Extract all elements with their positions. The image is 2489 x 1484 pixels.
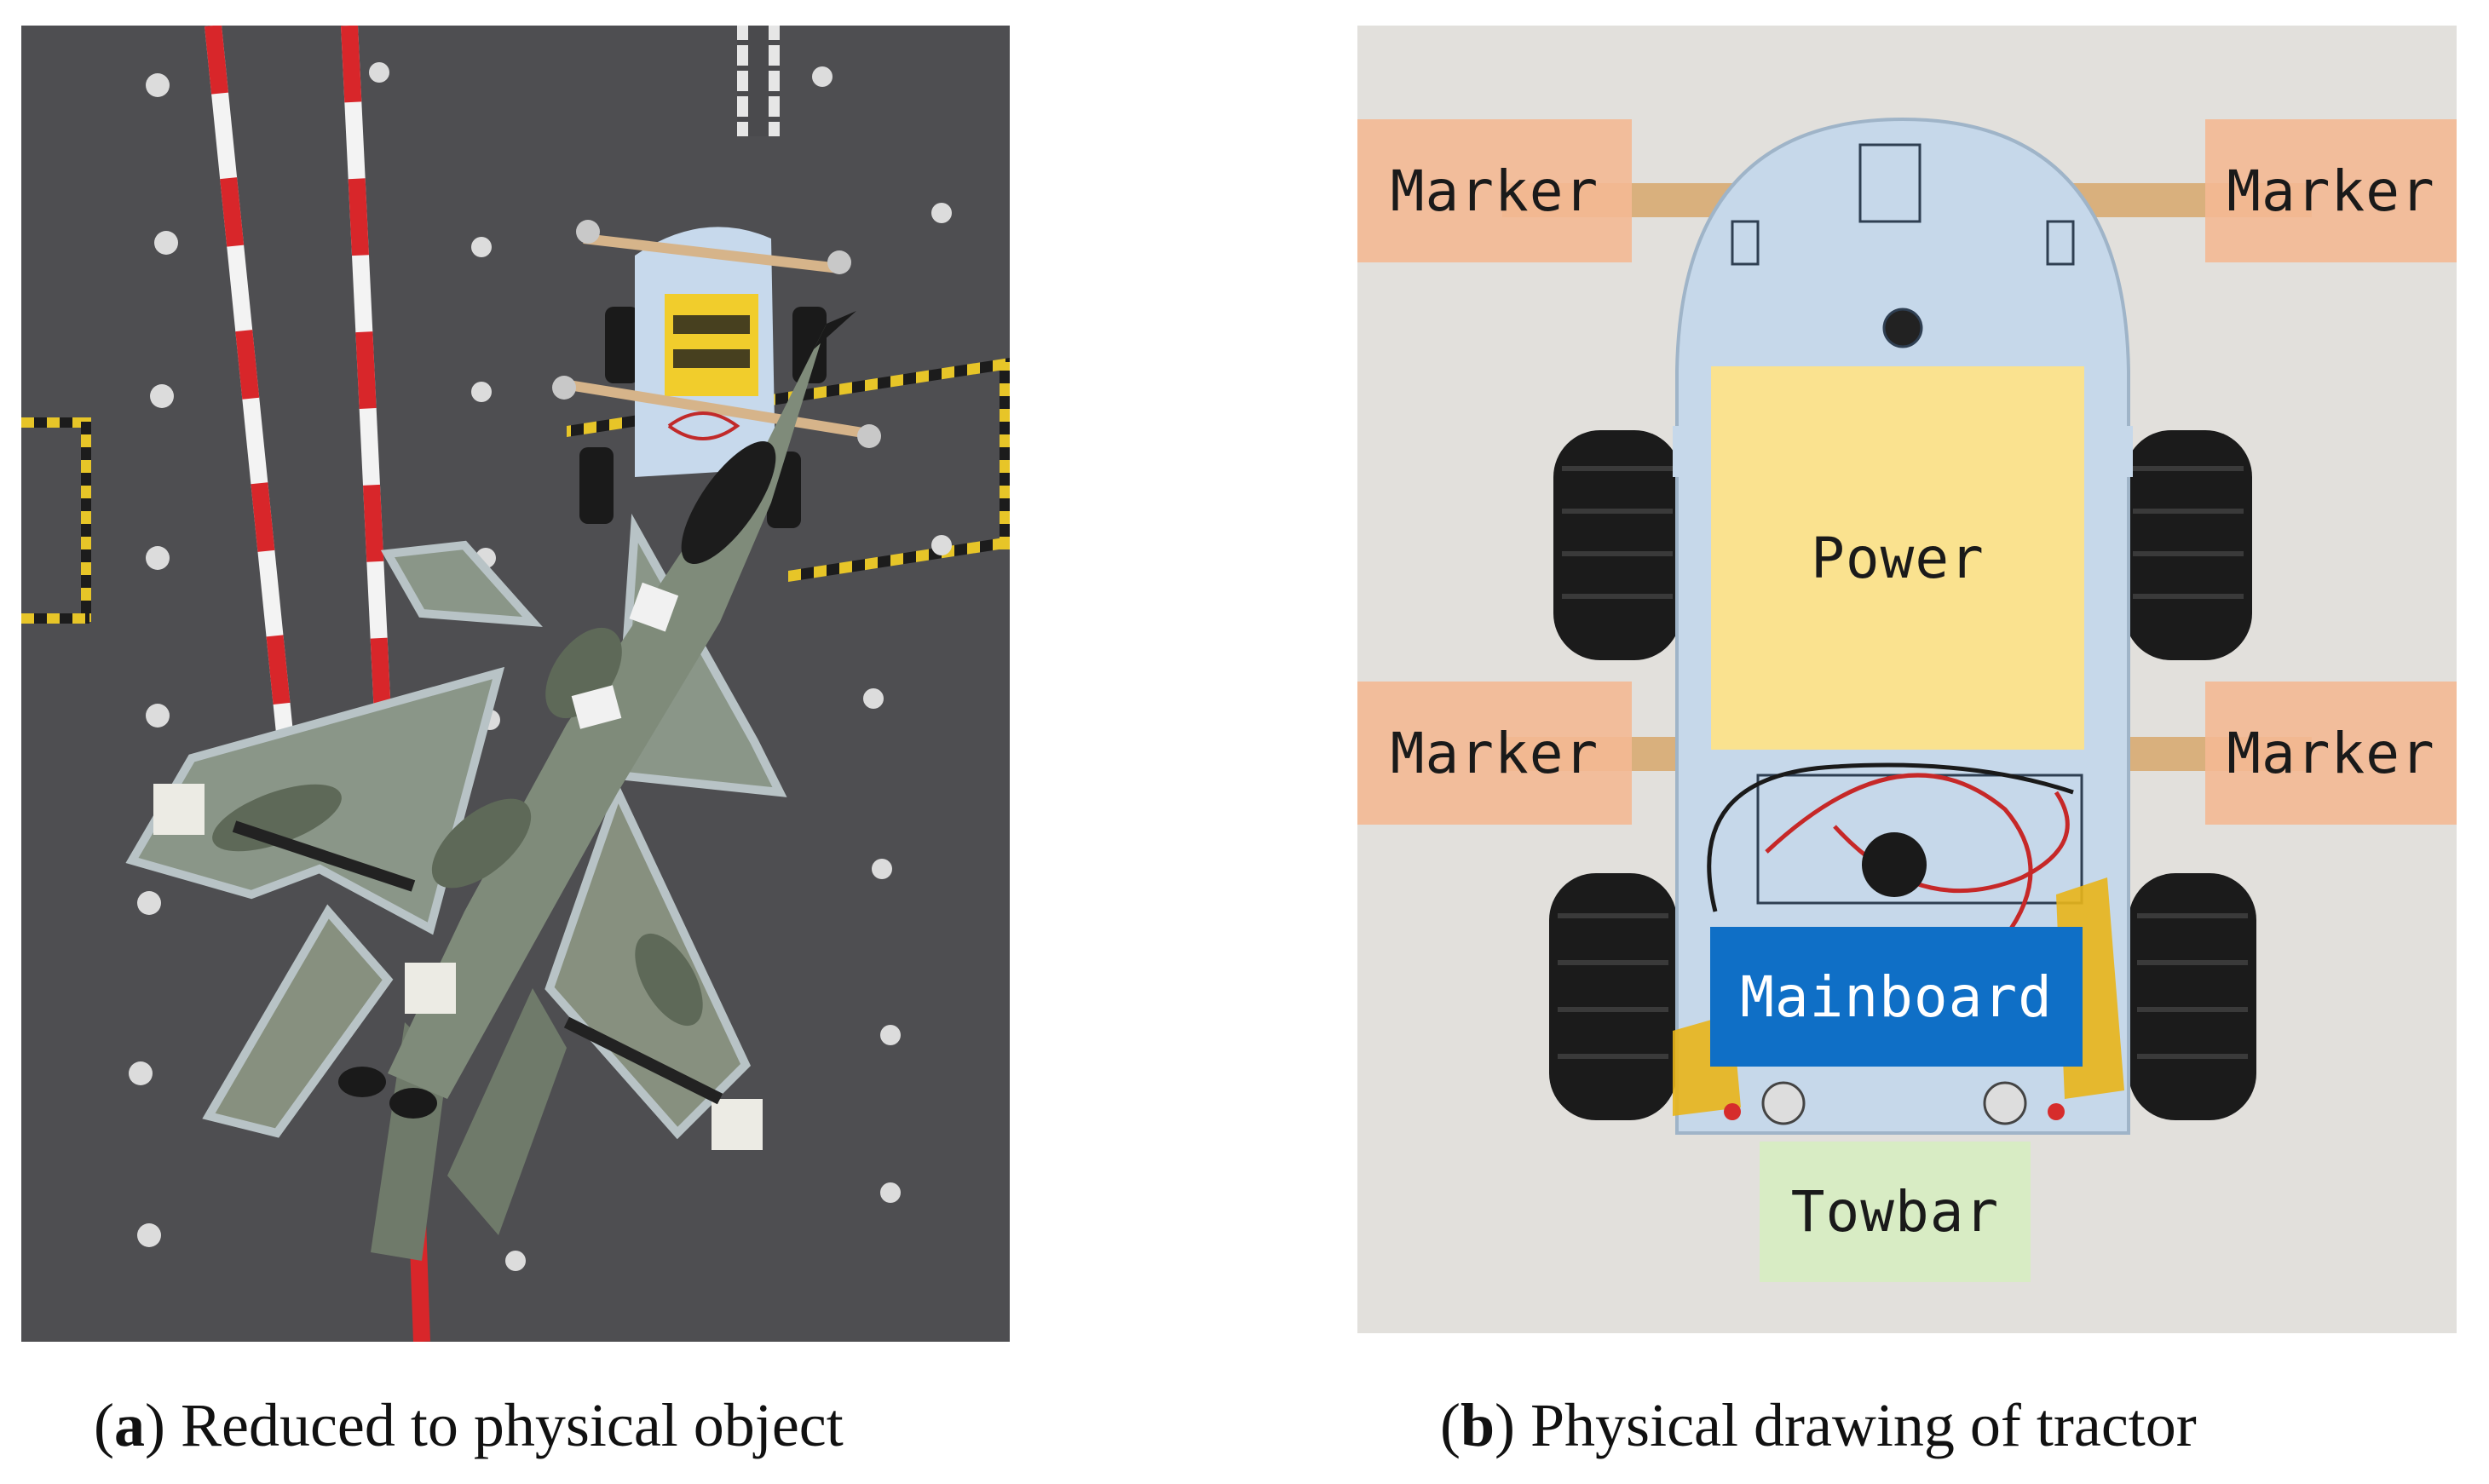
caption-b-letter: b	[1460, 1391, 1495, 1459]
marker-label-mid-left: Marker	[1357, 682, 1632, 825]
caption-a-letter: a	[113, 1391, 145, 1459]
power-label: Power	[1711, 366, 2084, 750]
panel-a-photo	[21, 26, 1010, 1342]
towbar-label: Towbar	[1760, 1142, 2031, 1282]
deck-scene	[21, 26, 1010, 1342]
panel-b-photo: Marker Marker Marker Marker Power Mainbo…	[1357, 26, 2457, 1333]
caption-a-text: Reduced to physical object	[180, 1391, 844, 1459]
ladder-marking	[737, 26, 780, 136]
mainboard-label: Mainboard	[1710, 927, 2083, 1067]
caption-a: (a) Reduced to physical object	[94, 1391, 844, 1459]
marker-label-mid-right: Marker	[2205, 682, 2457, 825]
caption-b-text: Physical drawing of tractor	[1530, 1391, 2197, 1459]
deck-calibration-dots	[129, 62, 952, 1271]
marker-label-top-right: Marker	[2205, 119, 2457, 262]
wheel-treads	[1558, 466, 2248, 1059]
tractor	[552, 220, 881, 528]
aircraft-model	[125, 311, 856, 1261]
caption-b: (b) Physical drawing of tractor	[1440, 1391, 2197, 1459]
buzzer	[1862, 832, 1927, 897]
runway-line-left	[205, 26, 294, 743]
marker-label-top-left: Marker	[1357, 119, 1632, 262]
